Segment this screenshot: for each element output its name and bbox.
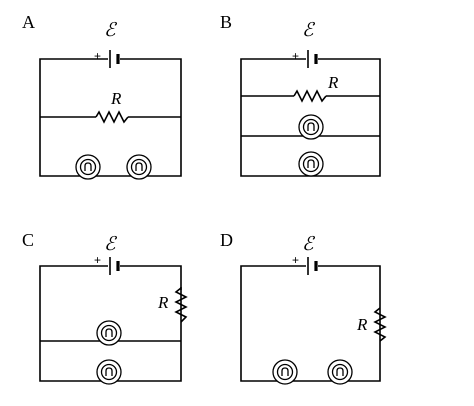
bulb-d-2 xyxy=(327,359,353,385)
bulb-filament xyxy=(307,159,315,168)
bulb-filament xyxy=(135,162,143,171)
emf-label-c: ℰ xyxy=(104,234,118,255)
wires-a xyxy=(39,58,182,177)
bulb-a-2 xyxy=(126,154,152,180)
bulb-c-2 xyxy=(96,359,122,385)
resistor-label-d: R xyxy=(356,315,368,334)
battery-b xyxy=(307,50,318,68)
bulb-b-1 xyxy=(298,114,324,140)
plus-sign-b: + xyxy=(292,49,299,63)
bulb-c-1 xyxy=(96,320,122,346)
outer-loop-a xyxy=(39,58,182,177)
bulb-filament xyxy=(281,367,289,376)
bulb-d-1 xyxy=(272,359,298,385)
bulb-glass xyxy=(276,363,294,381)
panel-label-d: D xyxy=(220,230,233,250)
bulb-b-2 xyxy=(298,151,324,177)
resistor-label-b: R xyxy=(327,73,339,92)
bulb-glass xyxy=(302,118,320,136)
resistor-d xyxy=(373,307,387,342)
resistor-label-a: R xyxy=(110,89,122,108)
panel-d: D ℰ + R xyxy=(220,230,387,385)
panel-label-c: C xyxy=(22,230,34,250)
resistor-b xyxy=(293,89,327,103)
panel-label-b: B xyxy=(220,12,232,32)
panel-label-a: A xyxy=(22,12,35,32)
resistor-label-c: R xyxy=(157,293,169,312)
bulb-glass xyxy=(79,158,97,176)
bulb-glass xyxy=(331,363,349,381)
battery-a xyxy=(109,50,120,68)
plus-sign-a: + xyxy=(94,49,101,63)
bulb-filament xyxy=(105,328,113,337)
outer-loop-d xyxy=(240,265,381,382)
battery-c xyxy=(109,257,120,275)
battery-d xyxy=(307,257,318,275)
bulb-filament xyxy=(307,122,315,131)
emf-label-d: ℰ xyxy=(302,234,316,255)
bulb-filament xyxy=(84,162,92,171)
emf-label-a: ℰ xyxy=(104,20,118,41)
resistor-a xyxy=(95,110,129,124)
wires-d xyxy=(240,265,381,382)
plus-sign-c: + xyxy=(94,253,101,267)
bulb-a-1 xyxy=(75,154,101,180)
bulb-filament xyxy=(105,367,113,376)
emf-label-b: ℰ xyxy=(302,20,316,41)
bulb-glass xyxy=(302,155,320,173)
panel-b: B ℰ + R xyxy=(220,12,381,177)
bulb-glass xyxy=(130,158,148,176)
plus-sign-d: + xyxy=(292,253,299,267)
bulb-glass xyxy=(100,324,118,342)
resistor-c xyxy=(174,287,188,323)
bulb-filament xyxy=(336,367,344,376)
panel-a: A ℰ + R xyxy=(22,12,182,180)
panel-c: C ℰ + R xyxy=(22,230,188,385)
bulb-glass xyxy=(100,363,118,381)
